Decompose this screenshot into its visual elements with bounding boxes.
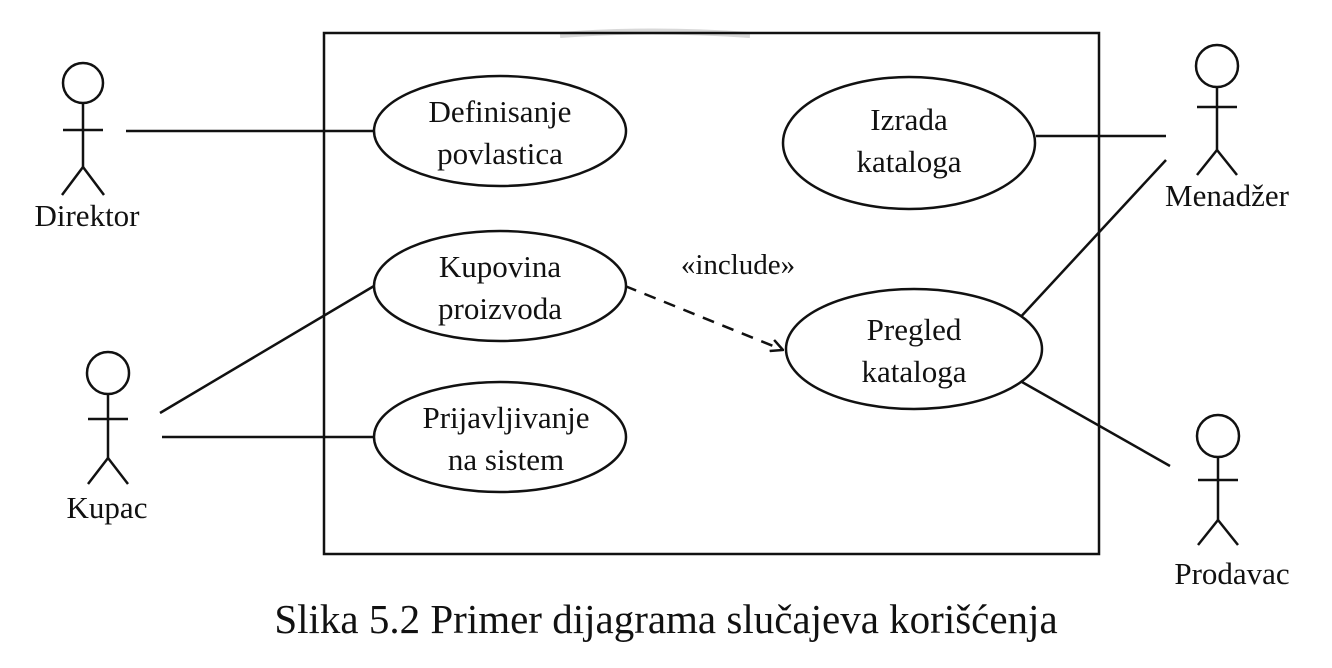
actor-head-icon — [1195, 413, 1241, 459]
include-label: «include» — [681, 249, 795, 281]
use-case-prijavljivanje[interactable]: Prijavljivanje na sistem — [372, 380, 628, 494]
assoc-prodavac-pregled — [1021, 380, 1171, 468]
use-case-kupovina[interactable]: Kupovina proizvoda — [372, 229, 628, 343]
actor-direktor[interactable] — [61, 61, 105, 196]
actor-head-icon — [61, 61, 105, 105]
use-case-label: Prijavljivanje — [422, 400, 589, 435]
actor-label-menadzer: Menadžer — [1165, 178, 1290, 213]
include-arrow — [624, 284, 783, 350]
use-case-label: Definisanje — [429, 94, 572, 129]
actor-label-prodavac: Prodavac — [1174, 556, 1289, 591]
actor-kupac[interactable] — [85, 350, 131, 485]
actor-label-direktor: Direktor — [34, 198, 140, 233]
use-case-label: Izrada — [870, 102, 948, 137]
use-case-label: proizvoda — [438, 291, 562, 326]
use-case-label: povlastica — [437, 136, 563, 171]
use-case-label: Pregled — [867, 312, 962, 347]
use-case-label: kataloga — [861, 354, 966, 389]
actor-menadzer[interactable] — [1194, 43, 1240, 176]
use-case-label: Kupovina — [439, 249, 562, 284]
actor-label-kupac: Kupac — [67, 490, 148, 525]
use-case-label: na sistem — [448, 442, 564, 477]
use-case-pregled[interactable]: Pregled kataloga — [784, 287, 1044, 411]
actor-head-icon — [85, 350, 131, 396]
actor-prodavac[interactable] — [1195, 413, 1241, 546]
assoc-kupac-kupovina — [159, 284, 375, 415]
use-case-izrada[interactable]: Izrada kataloga — [781, 75, 1037, 211]
associations — [126, 129, 1171, 468]
figure-caption: Slika 5.2 Primer dijagrama slučajeva kor… — [274, 596, 1058, 642]
assoc-menadzer-pregled — [1015, 159, 1167, 323]
actor-head-icon — [1194, 43, 1240, 89]
use-case-definisanje[interactable]: Definisanje povlastica — [372, 74, 628, 188]
system-boundary — [322, 31, 1101, 556]
use-case-label: kataloga — [856, 144, 961, 179]
